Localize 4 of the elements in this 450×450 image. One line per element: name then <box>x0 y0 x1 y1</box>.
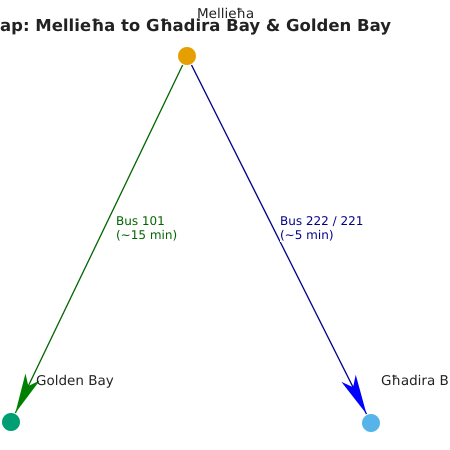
place-label: Golden Bay <box>36 373 114 389</box>
arrow <box>14 64 184 414</box>
arrow <box>190 64 368 414</box>
place-label: Għadira B <box>381 373 449 389</box>
